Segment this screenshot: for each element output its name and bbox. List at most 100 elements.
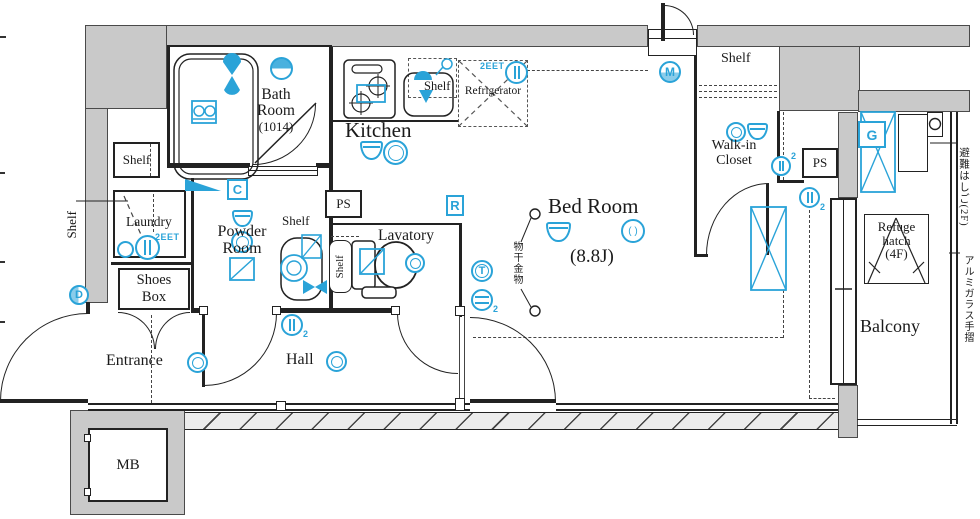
- lavatory-door-arc: [397, 313, 458, 374]
- wall-lavatory-bottom: [329, 308, 397, 313]
- ps-box-lavatory: PS: [325, 190, 362, 218]
- light-icon-kitchen: [360, 141, 383, 160]
- wall-left-column: [85, 108, 108, 303]
- wall-kitchen-counter-edge: [333, 120, 458, 122]
- doorpost: [276, 401, 286, 411]
- top-door-arc: [664, 5, 694, 35]
- toilet-washlet-diag: [360, 249, 384, 274]
- mirror-square: [229, 257, 255, 281]
- washbasin-mirror-mark: [301, 234, 322, 259]
- toilet-base: [361, 286, 397, 299]
- outlet-icon-bedroom-nook: [799, 187, 820, 208]
- detector-icon-bedroom: ( ): [621, 219, 645, 243]
- wic-door-arc: [706, 183, 769, 255]
- laundry-dash-v: [153, 194, 154, 232]
- bathtub-control-knob: [193, 105, 205, 117]
- ceiling-dash-v1: [783, 290, 784, 338]
- corridor-hatch-strip: [185, 412, 838, 430]
- water-heater-box: [898, 114, 928, 172]
- dimension-tick: [0, 321, 5, 323]
- symbol-t: T: [478, 265, 486, 277]
- shower-icon: [224, 76, 240, 95]
- wall-bath-bottom-left: [167, 163, 250, 168]
- powder-line1: Powder: [217, 223, 267, 240]
- kitchen-label: Kitchen: [345, 118, 412, 142]
- symbol-t-circle: T: [471, 260, 493, 282]
- symbol-r-box: R: [446, 195, 464, 216]
- wall-wic-bottom-stub: [694, 254, 708, 257]
- faucet-bowtie-icon: [315, 280, 327, 294]
- entrance-label: Entrance: [106, 352, 163, 369]
- wic-shelf-label: Shelf: [721, 51, 751, 66]
- balcony-label: Balcony: [860, 316, 920, 336]
- light-icon-bedroom: [546, 222, 571, 242]
- wall-center-spine: [329, 47, 333, 313]
- powder-line2: Room: [222, 239, 262, 257]
- lavatory-shelf-box: Shelf: [329, 240, 352, 293]
- walkin-line2: Closet: [716, 152, 752, 168]
- mb-label: MB: [116, 456, 140, 473]
- ps-label: PS: [812, 155, 828, 170]
- wall-balcony-top-band: [858, 90, 970, 112]
- bath-door-threshold: [248, 166, 318, 176]
- symbol-g-box: G: [858, 121, 886, 148]
- ceiling-dash-v3: [809, 205, 810, 398]
- wall-wic-left: [694, 47, 697, 257]
- toilet-tank: [351, 240, 376, 290]
- bedroom-door-arc: [470, 317, 556, 402]
- powder-shelf-label: Shelf: [282, 213, 310, 228]
- washbasin-mirror-diag: [301, 234, 322, 259]
- wic-hanger-dash2: [699, 91, 777, 92]
- wall-powder-left: [191, 178, 194, 312]
- wall-window-pier-lower: [838, 385, 858, 438]
- mb-hinge: [84, 434, 91, 442]
- stove-grill: [351, 64, 383, 74]
- dimension-tick: [0, 36, 6, 38]
- wall-ps-nook: [777, 180, 804, 183]
- doorpost: [391, 306, 400, 315]
- balcony-railing-inner: [956, 112, 958, 424]
- dimension-tick: [0, 172, 5, 174]
- stove: [343, 59, 396, 119]
- top-door-sill-line: [649, 38, 696, 39]
- ceiling-dash-h3: [809, 398, 835, 399]
- shelf-dash: [150, 144, 151, 176]
- downlight-icon-powder: [231, 231, 253, 253]
- outlet-icon-laundry-small: [117, 241, 134, 258]
- stove-burner: [368, 76, 388, 96]
- faucet-bowtie-icon: [303, 280, 315, 294]
- refuge-line3: (4F): [885, 246, 908, 262]
- doorpost: [455, 306, 465, 316]
- light-icon-wic: [747, 123, 768, 140]
- wall-entrance-left-stub: [86, 302, 90, 314]
- powder-room-label: Powder Room: [205, 223, 279, 258]
- lavatory-dash: [331, 236, 359, 237]
- detector-glyph: ( ): [628, 225, 638, 237]
- wall-window-pier-upper: [838, 112, 858, 198]
- doorpost: [199, 306, 208, 315]
- symbol-c: C: [232, 182, 243, 197]
- laundry-pole-hook: [529, 305, 541, 317]
- symbol-d-circle: D: [69, 285, 89, 305]
- shoes-door-arc-left: [118, 312, 155, 349]
- balcony-floor-edge: [857, 419, 957, 426]
- downlight-icon-hall: [326, 351, 347, 372]
- laundry-pole-hook: [529, 208, 541, 220]
- refuge-ladder-label: 避難はしご(2F): [958, 147, 969, 227]
- outlet-icon-bedroom-west: [471, 289, 493, 311]
- wic-hanger-dash3: [699, 97, 777, 98]
- wall-top-left-block: [85, 25, 167, 109]
- refuge-line1: Refuge: [877, 219, 916, 234]
- outlet-sub2: 2: [493, 304, 499, 314]
- bedroom-label: Bed Room: [548, 194, 639, 218]
- shelf-box-upper-left: Shelf: [113, 142, 160, 178]
- wall-bath-bottom-right: [316, 163, 332, 168]
- washbasin: [280, 237, 323, 301]
- toilet-washlet-mark: [359, 248, 385, 275]
- outlet-icon-wic: [771, 156, 791, 176]
- shoes-line1: Shoes: [136, 272, 172, 288]
- refuge-hatch-label: Refuge hatch (4F): [864, 220, 929, 261]
- wall-hall-top-1: [191, 308, 204, 313]
- kitchen-shelf-label: Shelf: [424, 79, 451, 93]
